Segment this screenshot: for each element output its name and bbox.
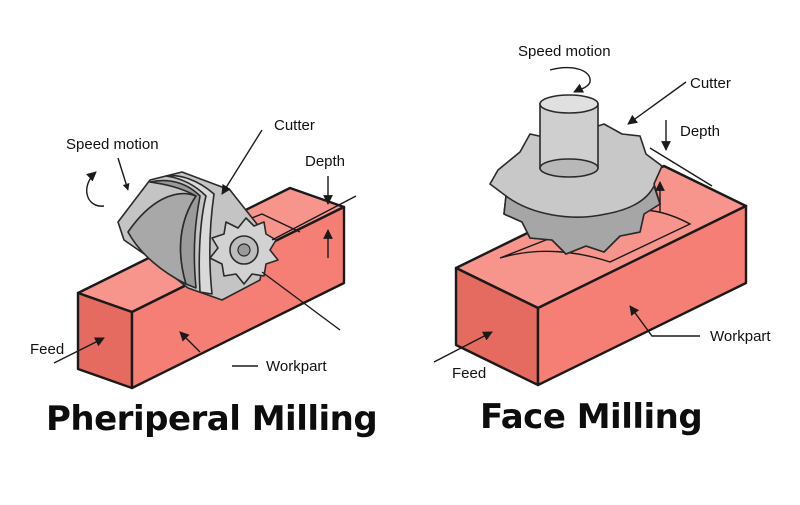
peripheral-cutter bbox=[117, 171, 279, 301]
face-workpart-label: Workpart bbox=[710, 328, 771, 345]
face-cutter-leader bbox=[627, 81, 687, 125]
face-speed-motion-label: Speed motion bbox=[518, 43, 611, 60]
face-depth-line bbox=[649, 147, 713, 187]
face-cutter-shank-base bbox=[539, 158, 599, 178]
peripheral-speed-leader bbox=[117, 157, 130, 191]
peripheral-depth-line-bottom bbox=[261, 271, 341, 331]
peripheral-title: Pheriperal Milling bbox=[46, 399, 377, 439]
peripheral-depth-label: Depth bbox=[305, 153, 345, 170]
peripheral-speed-motion-label: Speed motion bbox=[66, 136, 159, 153]
face-milling-diagram: Speed motion Cutter Depth Feed Workpart … bbox=[433, 43, 771, 437]
peripheral-feed-label: Feed bbox=[30, 341, 64, 358]
peripheral-workpart-label: Workpart bbox=[266, 358, 327, 375]
face-feed-arrow bbox=[433, 331, 493, 363]
peripheral-workpart-arrow bbox=[179, 331, 201, 353]
cutter-end-face bbox=[209, 217, 279, 285]
face-speed-arrow bbox=[549, 66, 591, 93]
face-cutter-label: Cutter bbox=[690, 75, 731, 92]
face-feed-label: Feed bbox=[452, 365, 486, 382]
peripheral-milling-diagram: Speed motion Cutter Depth Feed Workpart … bbox=[30, 117, 378, 439]
peripheral-depth-line-top bbox=[271, 195, 357, 241]
face-depth-label: Depth bbox=[680, 123, 720, 140]
face-title: Face Milling bbox=[480, 397, 702, 437]
face-workpart-front-face bbox=[536, 204, 748, 387]
face-workpart-leader bbox=[629, 305, 700, 337]
face-cutter-shank-top bbox=[539, 94, 599, 114]
peripheral-feed-arrow bbox=[53, 337, 105, 364]
peripheral-cutter-label: Cutter bbox=[274, 117, 315, 134]
face-cutter bbox=[489, 94, 663, 255]
peripheral-cutter-leader bbox=[221, 129, 263, 195]
peripheral-speed-arrow bbox=[86, 171, 105, 207]
